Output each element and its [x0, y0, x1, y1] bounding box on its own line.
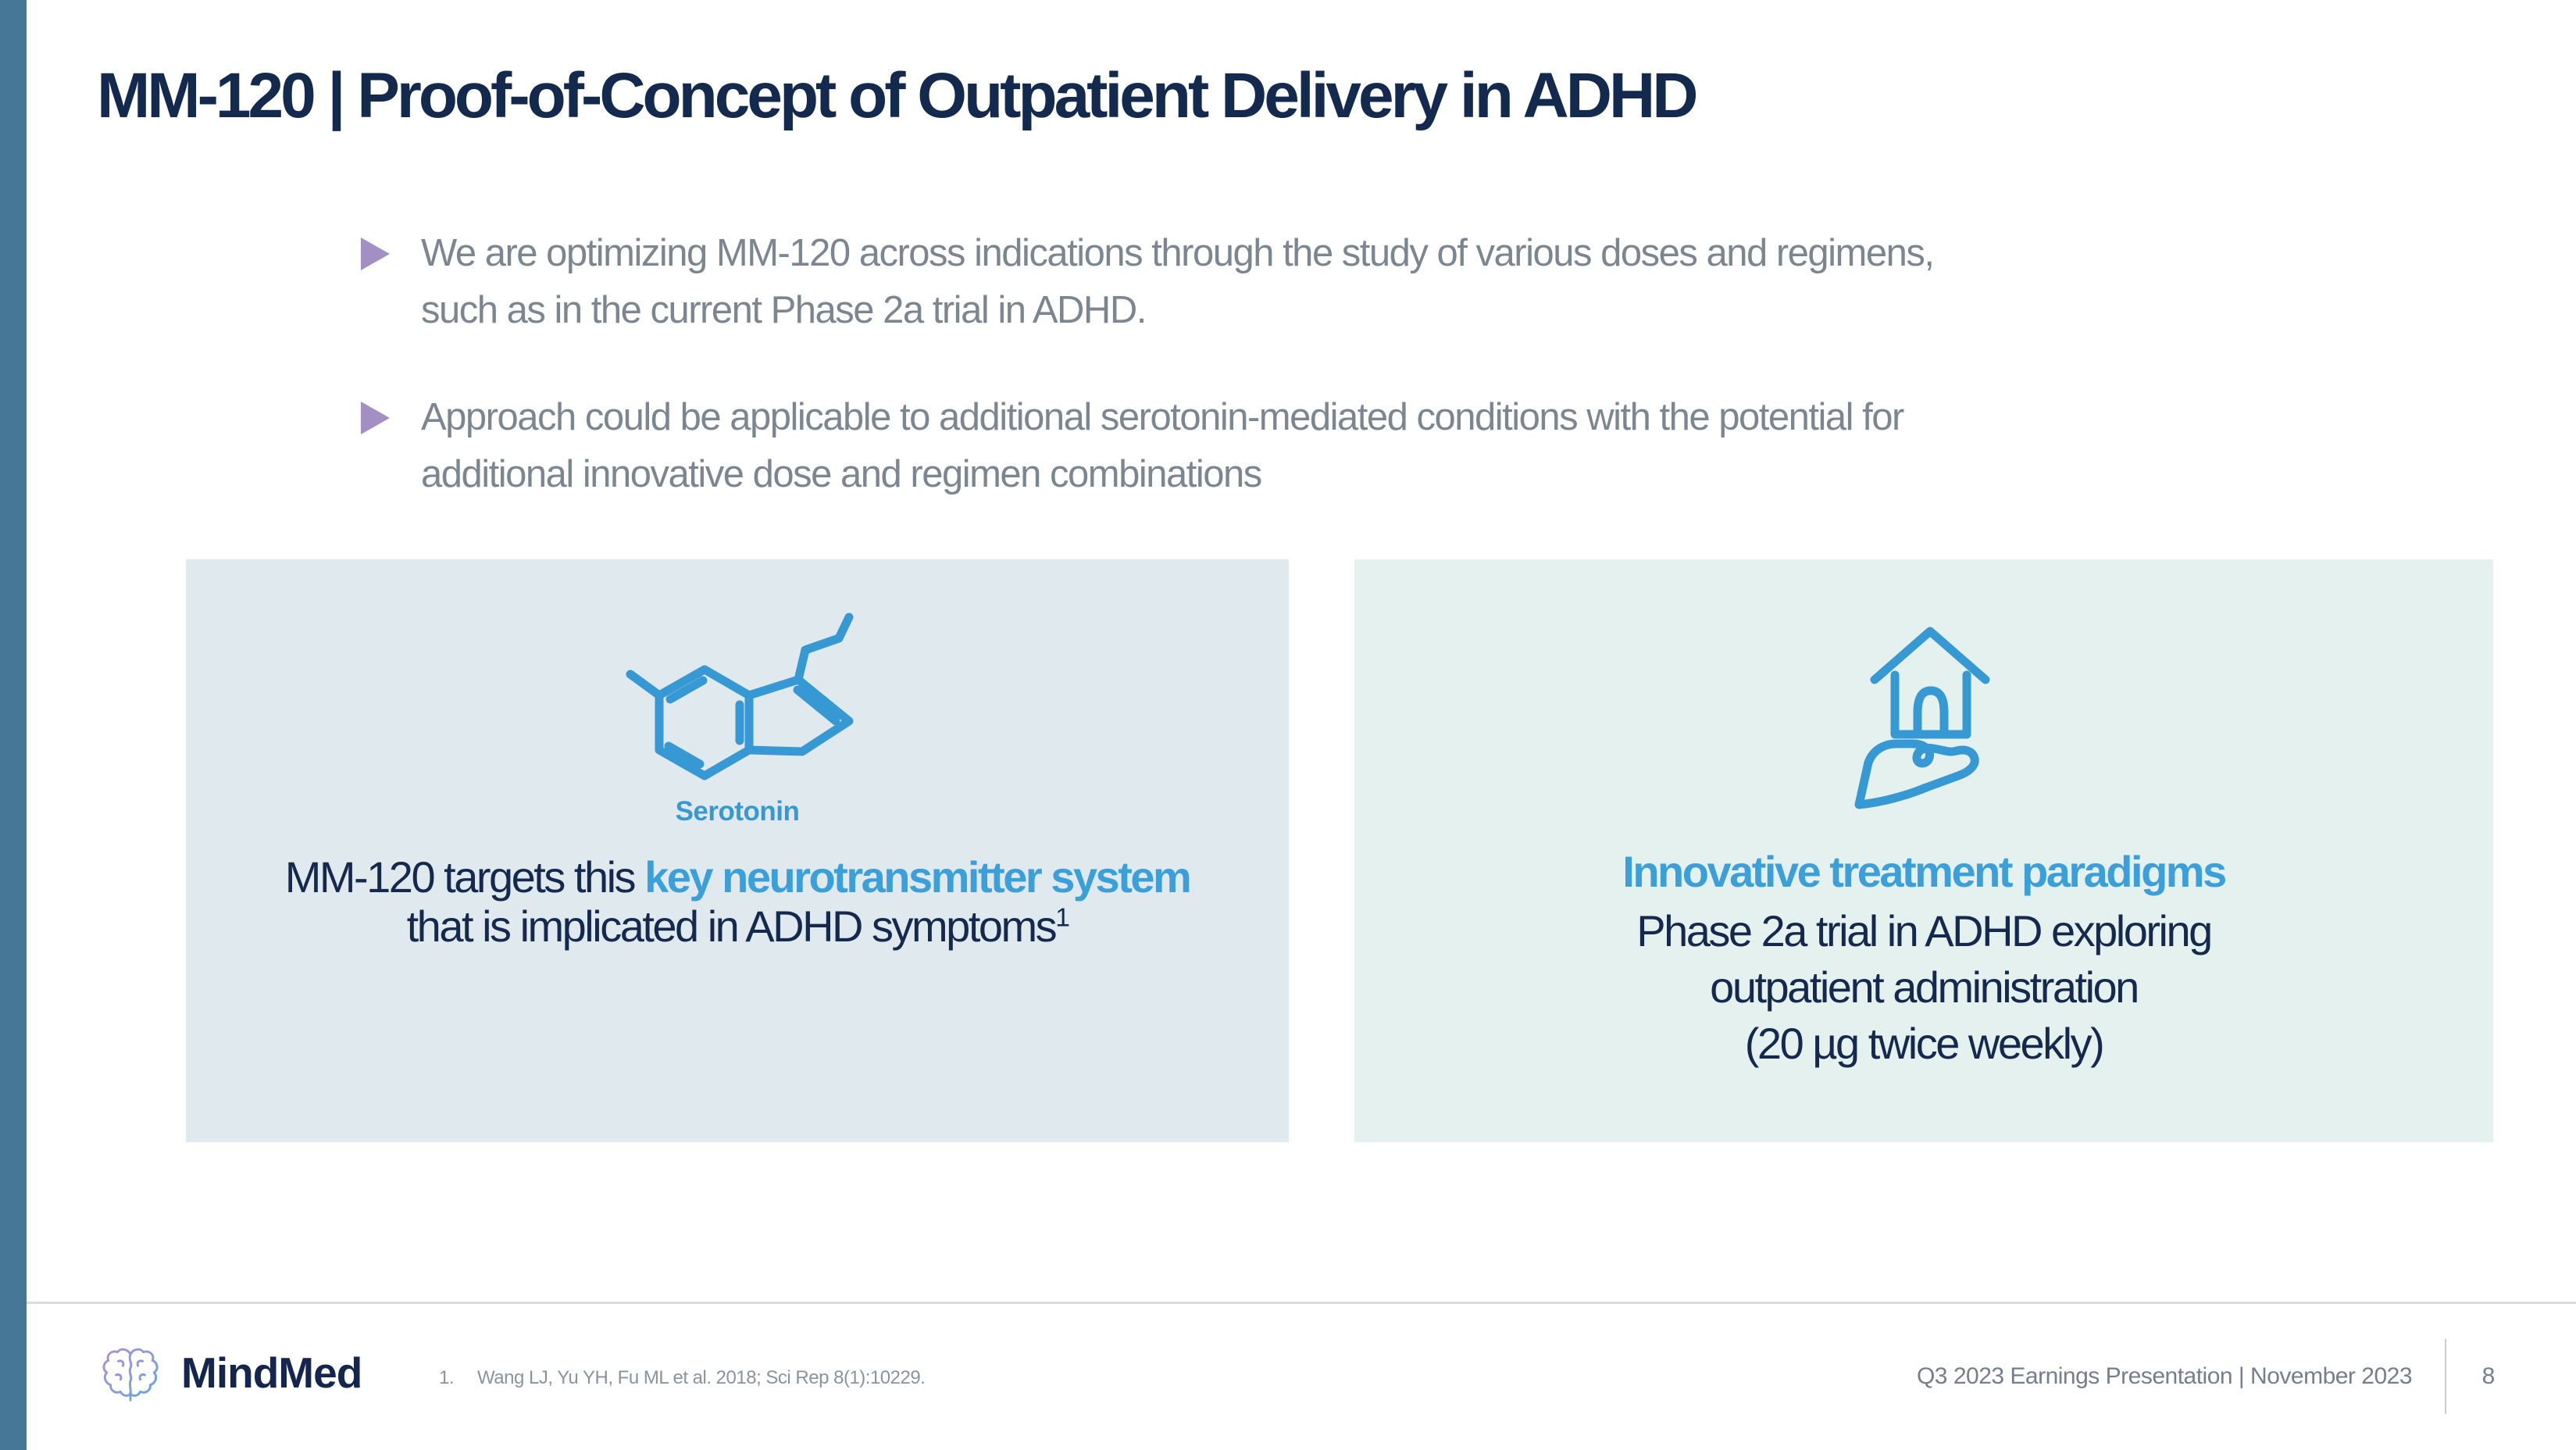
brain-logo-icon [102, 1348, 159, 1402]
card-text-highlight: key neurotransmitter system [644, 852, 1192, 902]
bullet-item: We are optimizing MM-120 across indicati… [361, 225, 2314, 339]
footnote-reference: 1 [1055, 903, 1070, 933]
left-accent-bar [0, 0, 27, 1450]
card-heading: Innovative treatment paradigms [1622, 847, 2227, 896]
card-text-line: that is implicated in ADHD symptoms1 [186, 902, 1289, 951]
card-text-line: Phase 2a trial in ADHD exploring [1636, 906, 2213, 955]
citation: 1. Wang LJ, Yu YH, Fu ML et al. 2018; Sc… [439, 1367, 926, 1389]
deck-title: Q3 2023 Earnings Presentation | November… [1916, 1363, 2413, 1389]
brand-logo: MindMed [100, 1342, 362, 1403]
page-number-divider [2445, 1339, 2446, 1414]
bullet-text: Approach could be applicable to addition… [421, 389, 1904, 503]
citation-number: 1. [439, 1367, 455, 1388]
bullet-line: We are optimizing MM-120 across indicati… [421, 232, 1935, 274]
card-text-normal: MM-120 targets this [284, 852, 645, 902]
card-text-line: MM-120 targets this key neurotransmitter… [186, 852, 1289, 902]
bullet-line: additional innovative dose and regimen c… [421, 453, 1262, 495]
bullet-item: Approach could be applicable to addition… [361, 389, 2314, 503]
bullet-list: We are optimizing MM-120 across indicati… [361, 225, 2314, 553]
footer-divider [27, 1302, 2576, 1304]
triangle-bullet-icon [361, 238, 390, 270]
bullet-line: such as in the current Phase 2a trial in… [421, 289, 1147, 331]
card-text-normal: that is implicated in ADHD symptoms [406, 902, 1058, 951]
footer-right: Q3 2023 Earnings Presentation | November… [1917, 1338, 2498, 1416]
serotonin-card-text: MM-120 targets this key neurotransmitter… [186, 852, 1289, 951]
bullet-text: We are optimizing MM-120 across indicati… [421, 225, 1935, 339]
bullet-line: Approach could be applicable to addition… [421, 396, 1904, 438]
page-number: 8 [2481, 1363, 2496, 1389]
outpatient-card: Innovative treatment paradigms Phase 2a … [1354, 559, 2493, 1142]
molecule-label: Serotonin [675, 796, 800, 827]
serotonin-molecule-icon [626, 612, 854, 780]
slide-title: MM-120 | Proof-of-Concept of Outpatient … [97, 60, 1698, 131]
card-text-line: outpatient administration [1710, 962, 2139, 1012]
card-text-line: (20 µg twice weekly) [1744, 1019, 2105, 1068]
citation-text: Wang LJ, Yu YH, Fu ML et al. 2018; Sci R… [477, 1367, 926, 1388]
triangle-bullet-icon [361, 402, 390, 434]
outpatient-card-text: Phase 2a trial in ADHD exploring outpati… [1354, 903, 2493, 1072]
house-in-hand-icon [1854, 627, 1990, 809]
serotonin-card: Serotonin MM-120 targets this key neurot… [186, 559, 1289, 1142]
brand-wordmark: MindMed [181, 1348, 362, 1397]
